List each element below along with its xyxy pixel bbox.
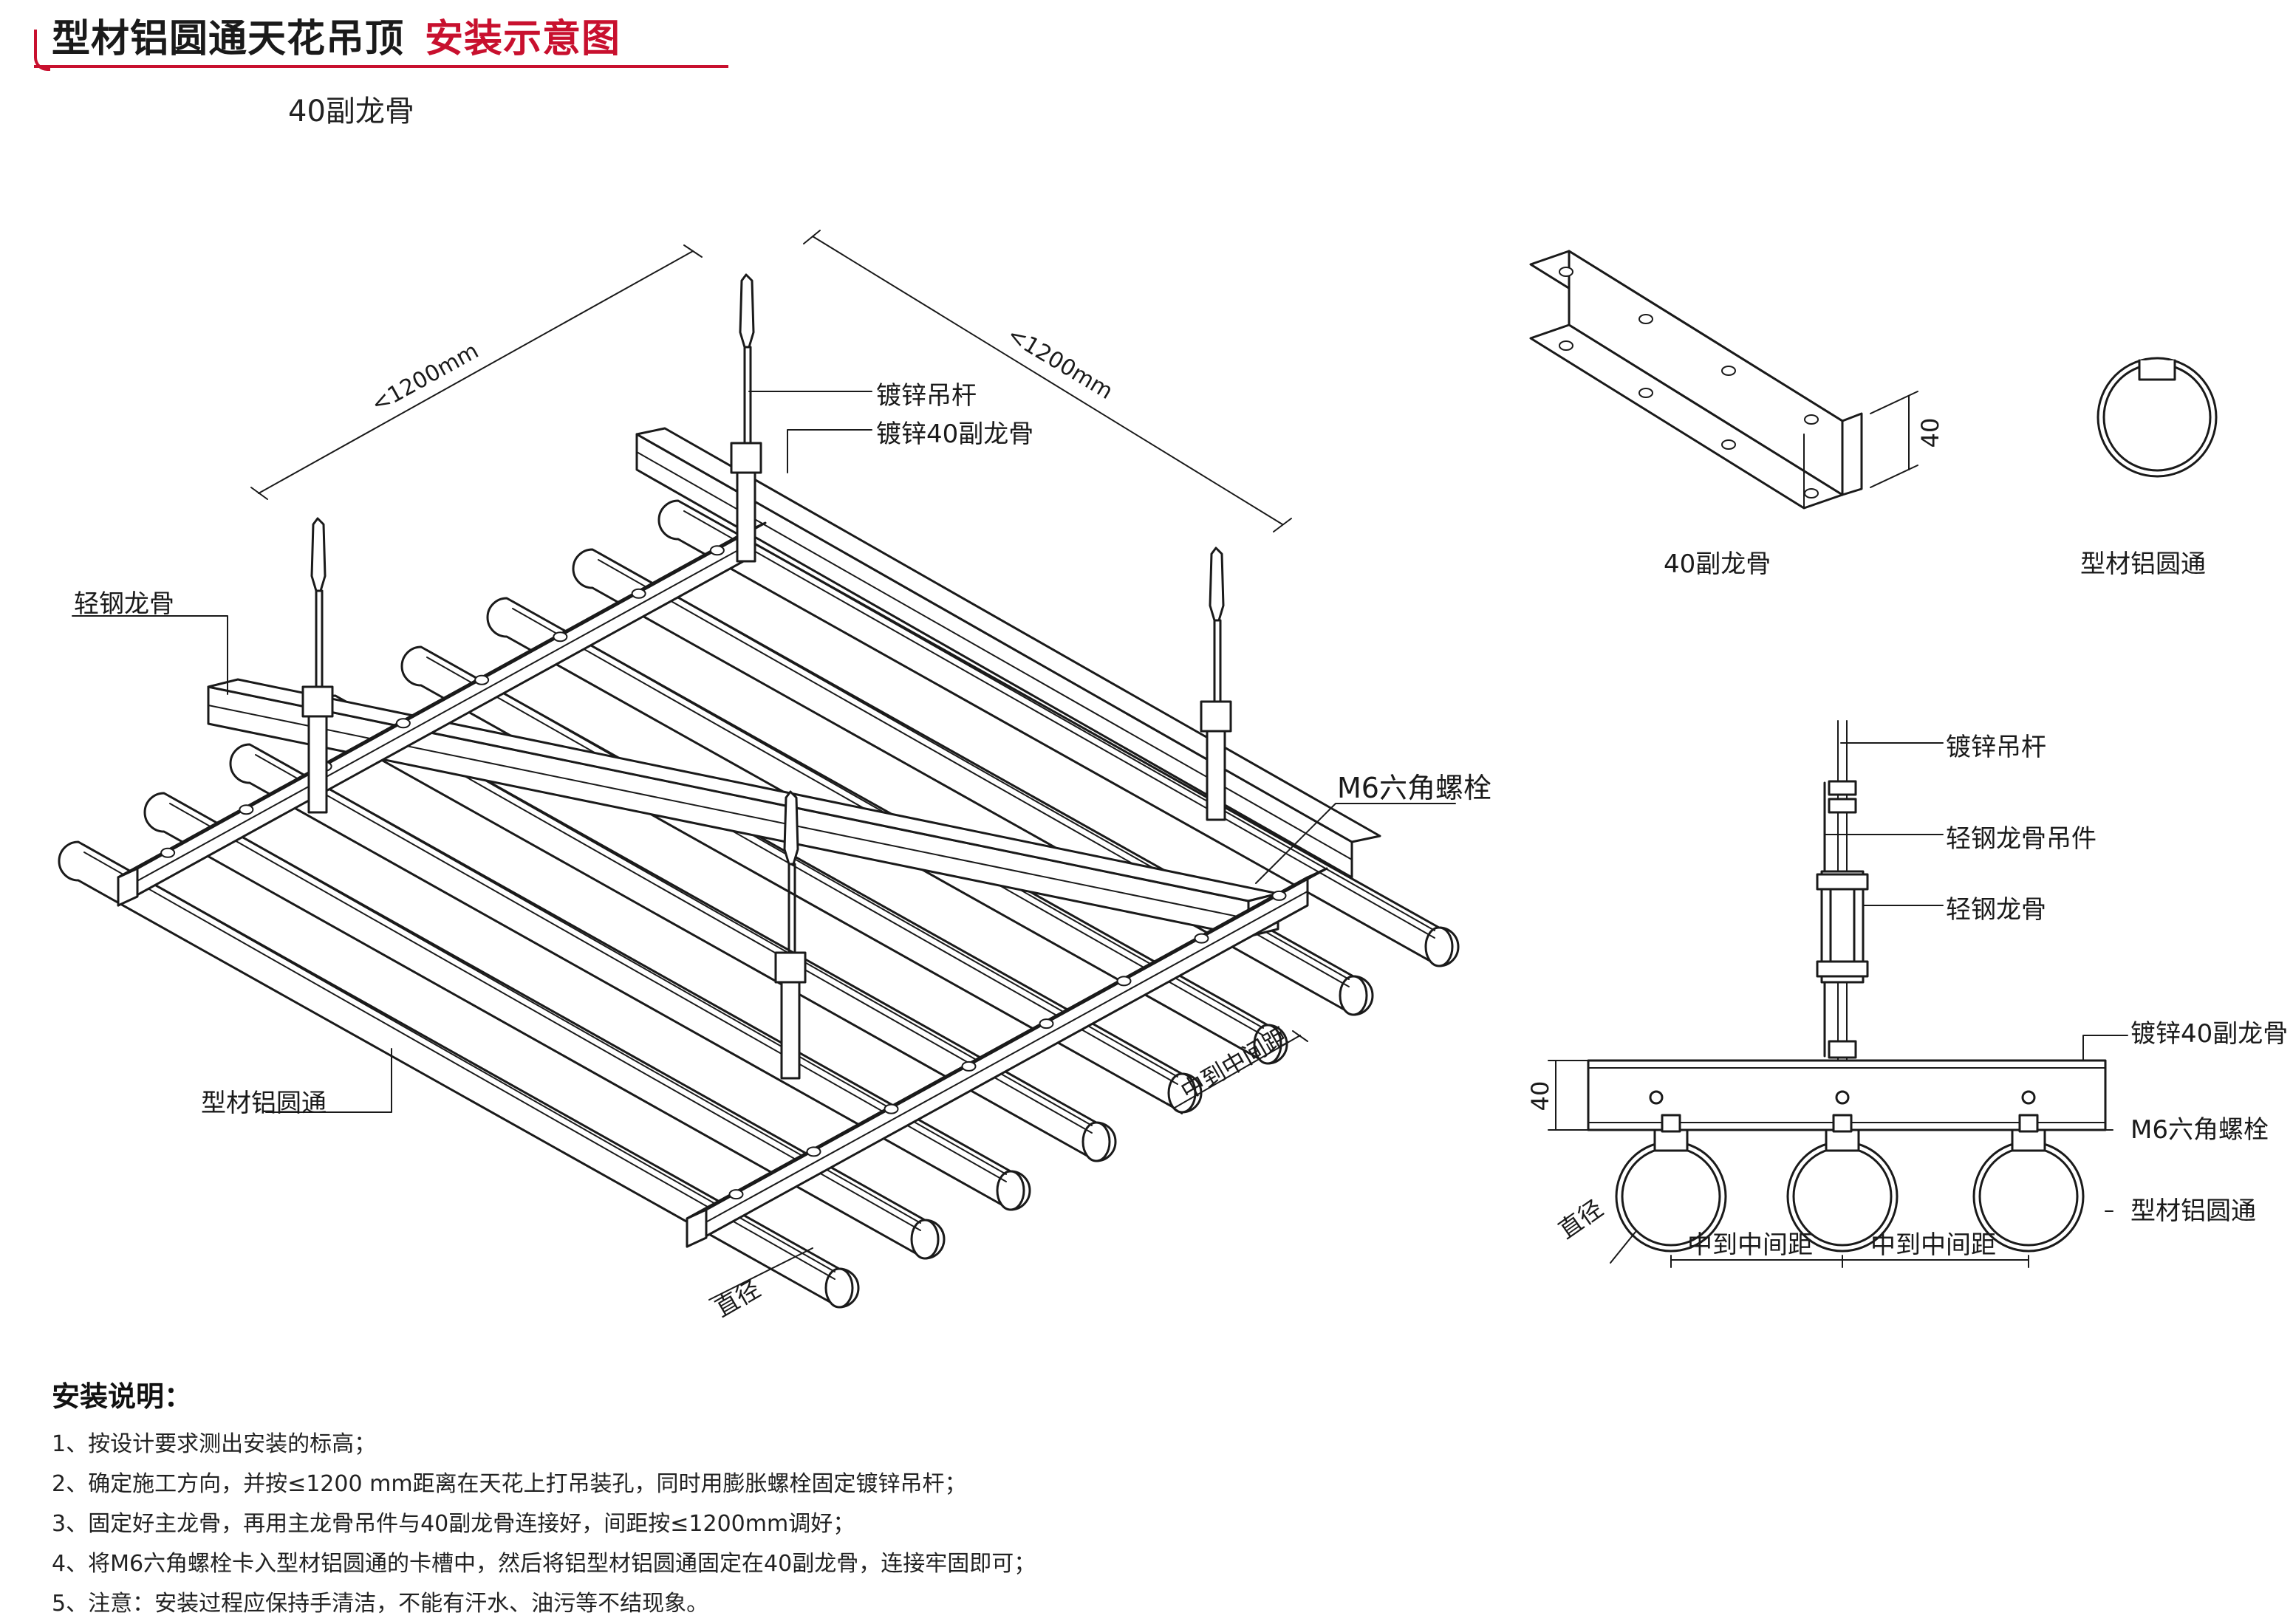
page-subtitle: 40副龙骨 (288, 95, 414, 129)
iso-bolt (239, 804, 254, 815)
title-decoration (34, 30, 50, 71)
note-item: 2、确定施工方向，并按≤1200 mm距离在天花上打吊装孔，同时用膨胀螺栓固定镀… (52, 1471, 967, 1497)
iso-round-tube (229, 743, 1031, 1211)
section-tube-2 (1786, 1114, 1899, 1253)
iso-bolt (160, 847, 176, 858)
iso-bolt (806, 1146, 821, 1157)
label-sub-keel: 镀锌40副龙骨 (876, 419, 1034, 449)
iso-bolt (631, 588, 646, 599)
label-section-sub-keel: 镀锌40副龙骨 (2130, 1019, 2289, 1049)
label-round-tube: 型材铝圆通 (201, 1089, 327, 1118)
detail-round-tube (2096, 357, 2218, 478)
iso-round-tube (58, 840, 860, 1309)
page-title: 型材铝圆通天花吊顶安装示意图 (52, 7, 621, 66)
iso-bolt (1194, 933, 1209, 944)
title-underline (34, 65, 728, 68)
iso-round-tube (657, 499, 1460, 967)
label-section-light-keel: 轻钢龙骨 (1946, 895, 2046, 925)
detail-sub-keel (1529, 250, 1918, 510)
note-item: 3、固定好主龙骨，再用主龙骨吊件与40副龙骨连接好，间距按≤1200mm调好； (52, 1511, 855, 1537)
hanger-rod-right (1200, 547, 1232, 821)
iso-bolt (395, 718, 411, 729)
iso-bolt (1039, 1018, 1054, 1029)
iso-bolt (553, 631, 568, 643)
label-light-keel: 轻钢龙骨 (74, 589, 174, 619)
label-detail-keel: 40副龙骨 (1664, 549, 1771, 579)
notes-heading: 安装说明： (52, 1380, 193, 1413)
section-height-dim-label: 40 (1526, 1081, 1554, 1111)
iso-bolt (1271, 890, 1287, 901)
iso-bolt (961, 1061, 977, 1072)
section-view (1548, 720, 2128, 1268)
installation-notes: 安装说明： 1、按设计要求测出安装的标高； 2、确定施工方向，并按≤1200 m… (52, 1374, 1036, 1624)
iso-bolts (160, 545, 1287, 1200)
hanger-rod-left (301, 517, 334, 814)
hanger-rod-front (774, 790, 807, 1080)
hanger-rod-back (730, 273, 762, 563)
title-accent: 安装示意图 (425, 17, 621, 61)
iso-assembly (58, 230, 1460, 1309)
detail-keel-dim-label: 40 (1916, 418, 1944, 448)
iso-diameter-label: 直径 (710, 1275, 765, 1323)
iso-bolt (474, 674, 490, 685)
iso-leader-lines (72, 391, 1456, 1113)
iso-sub-keel-1 (117, 521, 767, 907)
label-bolt: M6六角螺栓 (1337, 772, 1491, 804)
label-section-bolt: M6六角螺栓 (2130, 1115, 2269, 1145)
label-detail-tube: 型材铝圆通 (2080, 549, 2206, 579)
iso-bolt (884, 1103, 899, 1114)
iso-round-tube (143, 792, 946, 1260)
note-item: 5、注意：安装过程应保持手清洁，不能有汗水、油污等不结现象。 (52, 1591, 709, 1617)
section-tube-3 (1972, 1114, 2085, 1253)
iso-hanger-rods (301, 273, 1232, 1080)
label-section-center-dist-2: 中到中间距 (1870, 1230, 1996, 1260)
section-tube-1 (1615, 1114, 1727, 1253)
label-section-hanger-rod: 镀锌吊杆 (1946, 733, 2046, 762)
label-section-center-dist-1: 中到中间距 (1687, 1230, 1813, 1260)
label-section-round-tube: 型材铝圆通 (2130, 1196, 2256, 1226)
iso-sub-keel-2 (686, 867, 1328, 1248)
iso-bolt (728, 1189, 744, 1200)
label-section-keel-hanger: 轻钢龙骨吊件 (1946, 824, 2096, 854)
note-item: 1、按设计要求测出安装的标高； (52, 1431, 377, 1457)
note-item: 4、将M6六角螺栓卡入型材铝圆通的卡槽中，然后将铝型材铝圆通固定在40副龙骨，连… (52, 1551, 1036, 1577)
section-diameter-label: 直径 (1554, 1194, 1608, 1244)
label-hanger-rod: 镀锌吊杆 (876, 381, 977, 411)
iso-dimension-lines (250, 230, 1308, 1301)
iso-bolt (1116, 976, 1132, 987)
title-main: 型材铝圆通天花吊顶 (52, 17, 405, 61)
iso-bolt (709, 545, 725, 556)
